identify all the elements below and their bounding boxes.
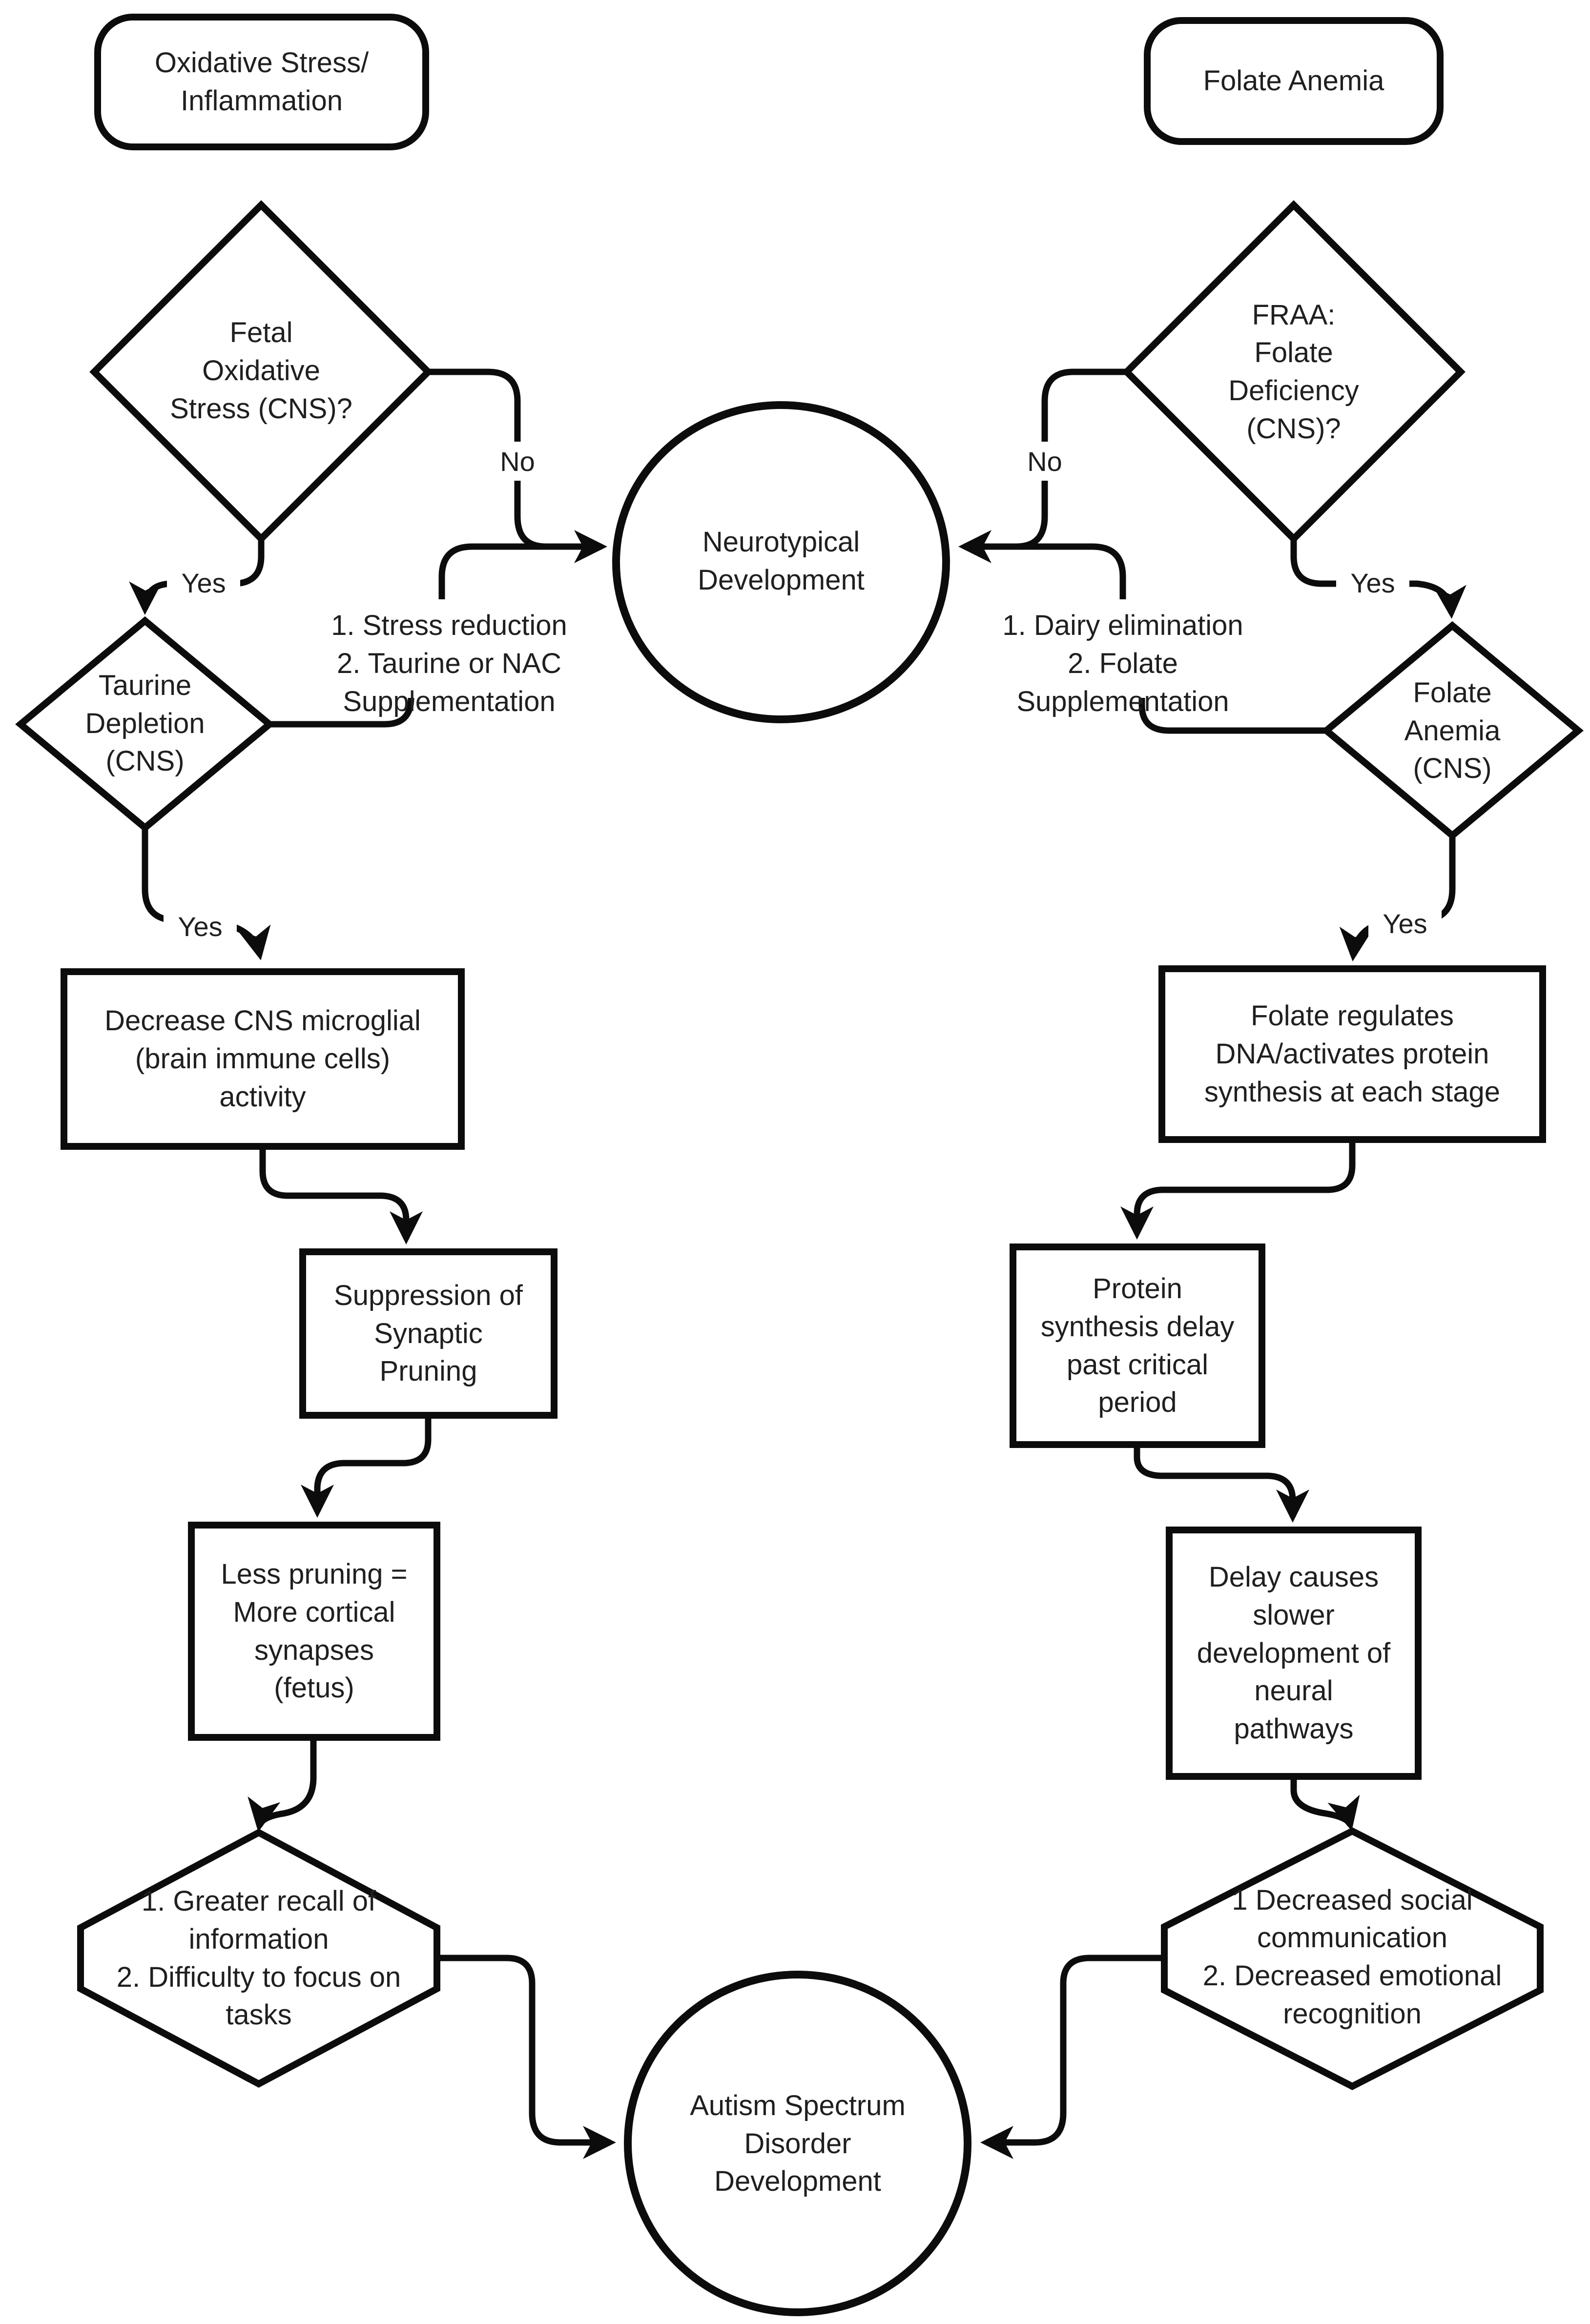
edge-no-right	[1016, 368, 1128, 550]
edge-hex-right-to-asd	[980, 1955, 1164, 2159]
edge-treatment-right-to-neurotypical	[958, 530, 1126, 599]
hexagon-left-outcomes-label: 1. Greater recall of information 2. Diff…	[116, 1885, 401, 2031]
edge-label-yes-right-upper: Yes	[1336, 563, 1409, 602]
process-folate-regulates-label: Folate regulates DNA/activates protein s…	[1204, 1000, 1501, 1108]
process-less-pruning-label: Less pruning = More cortical synapses (f…	[221, 1558, 408, 1704]
edge-treatment-right-to-folate-diamond	[1138, 698, 1325, 734]
circle-neurotypical-development	[612, 401, 950, 723]
edge-label-yes-left-lower: Yes	[164, 907, 237, 946]
edge-suppression-to-less-pruning	[301, 1415, 432, 1518]
edge-treatment-left-to-neurotypical	[438, 530, 607, 599]
circle-neurotypical-development-label: Neurotypical Development	[698, 526, 865, 596]
hexagon-left-outcomes	[77, 1829, 440, 2088]
hexagon-right-outcomes-label: 1 Decreased social communication 2. Decr…	[1202, 1884, 1502, 2030]
terminator-oxidative-stress-label: Oxidative Stress/ Inflammation	[154, 47, 369, 117]
edge-protein-delay-to-delay-slower	[1134, 1445, 1309, 1523]
circle-asd-development-label: Autism Spectrum Disorder Development	[690, 2089, 906, 2198]
decision-fraa-folate-deficiency-label: FRAA: Folate Deficiency (CNS)?	[1228, 299, 1359, 445]
decision-taurine-depletion-label: Taurine Depletion (CNS)	[85, 669, 205, 777]
decision-folate-anemia-cns-label: Folate Anemia (CNS)	[1404, 676, 1501, 785]
terminator-folate-anemia-label: Folate Anemia	[1203, 65, 1384, 97]
edge-label-yes-left-upper: Yes	[167, 563, 240, 602]
process-suppression-pruning-label: Suppression of Synaptic Pruning	[334, 1279, 523, 1387]
edge-no-left	[427, 368, 546, 550]
process-protein-delay-label: Protein synthesis delay past critical pe…	[1040, 1273, 1235, 1419]
treatment-left-text: 1. Stress reduction 2. Taurine or NAC Su…	[331, 610, 567, 717]
edge-label-no-right: No	[1008, 442, 1081, 481]
terminator-folate-anemia	[1144, 17, 1444, 145]
hexagon-right-outcomes	[1161, 1827, 1544, 2090]
edge-hex-left-to-asd	[437, 1955, 616, 2159]
circle-asd-development	[624, 1971, 971, 2316]
decision-fetal-oxidative-stress-label: Fetal Oxidative Stress (CNS)?	[170, 317, 352, 425]
process-delay-slower-label: Delay causes slower development of neura…	[1197, 1561, 1391, 1745]
terminator-oxidative-stress	[94, 14, 429, 150]
edge-folate-regulates-to-protein-delay	[1120, 1140, 1356, 1240]
edge-label-yes-right-lower: Yes	[1368, 904, 1442, 943]
edge-label-no-left: No	[481, 442, 554, 481]
treatment-right-text: 1. Dairy elimination 2. Folate Supplemen…	[1002, 610, 1243, 717]
edge-less-pruning-to-hex-left	[248, 1737, 317, 1832]
edge-microglial-to-suppression	[259, 1146, 423, 1244]
edge-delay-slower-to-hex-right	[1290, 1776, 1360, 1831]
edge-taurine-to-treatment-left	[269, 697, 414, 728]
edge-yes-right-to-folate-anemia	[1290, 539, 1466, 619]
process-decrease-microglial-label: Decrease CNS microglial (brain immune ce…	[104, 1005, 421, 1113]
